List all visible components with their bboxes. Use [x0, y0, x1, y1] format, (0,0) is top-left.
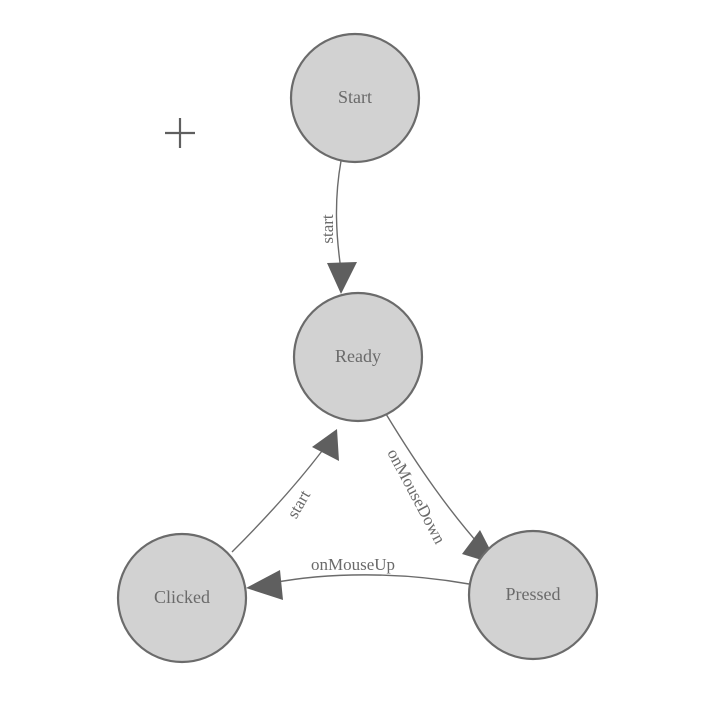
node-start[interactable]: Start	[289, 32, 421, 164]
edge-path-start-to-ready	[335, 160, 342, 271]
plus-marker-icon	[165, 118, 195, 148]
node-clicked[interactable]: Clicked	[116, 532, 248, 664]
node-ready-circle[interactable]	[292, 291, 424, 423]
edge-pressed-to-clicked[interactable]: onMouseUp	[246, 555, 470, 600]
edge-clicked-to-ready[interactable]: start	[231, 429, 339, 553]
node-ready[interactable]: Ready	[292, 291, 424, 423]
edge-ready-to-pressed[interactable]: onMouseDown	[383, 413, 498, 565]
node-start-label: Start	[338, 87, 372, 107]
node-clicked-label: Clicked	[154, 587, 210, 607]
edge-path-ready-to-pressed	[385, 413, 484, 550]
node-pressed-label: Pressed	[506, 584, 561, 604]
node-clicked-circle[interactable]	[116, 532, 248, 664]
arrowhead-clicked-to-ready	[312, 429, 339, 461]
edge-label-start-to-ready: start	[318, 214, 337, 244]
edge-start-to-ready[interactable]: start	[318, 160, 357, 294]
edge-path-clicked-to-ready	[231, 450, 323, 553]
node-pressed-circle[interactable]	[467, 529, 599, 661]
node-ready-label: Ready	[335, 346, 381, 366]
edge-label-pressed-to-clicked: onMouseUp	[311, 555, 395, 574]
arrowhead-pressed-to-clicked	[246, 570, 283, 600]
arrowhead-start-to-ready	[327, 262, 357, 294]
node-start-circle[interactable]	[289, 32, 421, 164]
node-pressed[interactable]: Pressed	[467, 529, 599, 661]
edge-path-pressed-to-clicked	[271, 574, 470, 585]
